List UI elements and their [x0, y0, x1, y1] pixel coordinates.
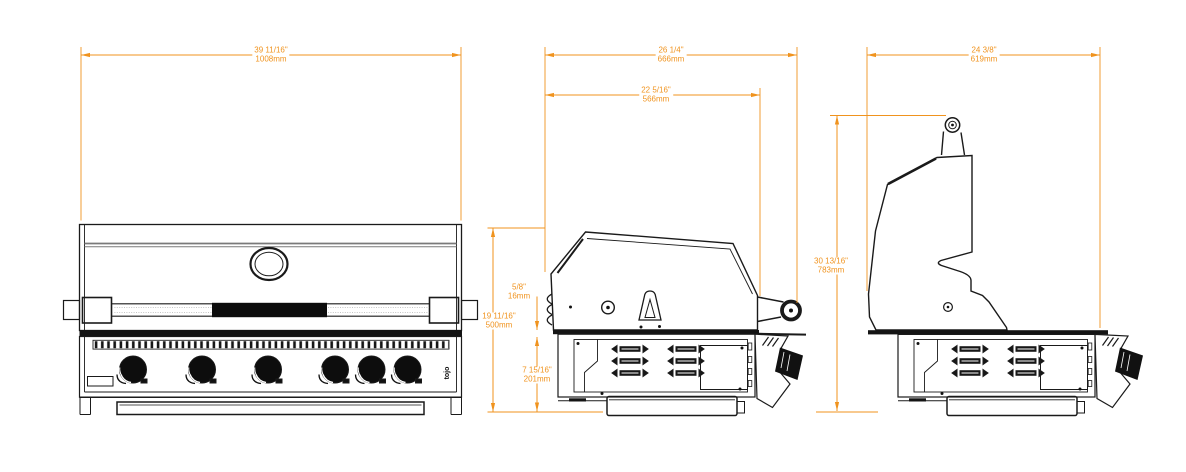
lid-pivot-screw	[942, 302, 953, 313]
vent-louvers-open	[951, 345, 989, 353]
side-access-panel-open	[1040, 345, 1088, 390]
dimension-label-firebox-depth: 7 15/16" 201mm	[520, 365, 554, 384]
hood-hinge-coils	[546, 293, 553, 326]
burner-knob-5	[354, 355, 387, 385]
dimension-inches: 24 3/8"	[971, 45, 997, 55]
front-grease-tray	[116, 401, 425, 416]
firebox-body	[557, 333, 756, 398]
side-closed-view-drawing	[546, 231, 807, 417]
dimension-label-open-lid-height: 30 13/16" 783mm	[812, 256, 850, 275]
handle-bracket-left	[81, 296, 113, 324]
brand-logo: tojo	[443, 366, 451, 380]
dimension-inches: 5/8"	[512, 282, 526, 292]
side-grease-tray-open	[946, 395, 1078, 417]
handle-bracket-right	[428, 296, 460, 324]
dimension-mm: 1008mm	[255, 54, 287, 63]
burner-knob-2	[185, 355, 217, 385]
dimension-mm: 619mm	[970, 54, 998, 63]
side-control-knob-open	[1115, 347, 1143, 380]
dimension-inches: 22 5/16"	[641, 85, 671, 95]
dimension-label-side-body-depth: 22 5/16" 566mm	[639, 85, 673, 104]
open-lid-profile	[867, 154, 1008, 331]
side-control-cap-open	[1094, 333, 1131, 409]
front-view-drawing	[62, 223, 479, 416]
rating-label-plate	[87, 376, 114, 387]
dimension-mm: 201mm	[523, 374, 551, 383]
lid-hinge-neck	[940, 131, 966, 156]
temperature-gauge	[249, 246, 289, 282]
side-control-knob	[775, 347, 803, 380]
dimension-mm: 16mm	[507, 291, 531, 300]
burner-knob-6	[390, 355, 423, 385]
dimension-arrowheads	[81, 52, 1100, 412]
dimension-label-flange-lip-height: 5/8" 16mm	[505, 282, 533, 301]
lid-pivot	[944, 117, 961, 133]
dimension-inches: 19 11/16"	[482, 311, 516, 321]
dimension-label-front-overall-width: 39 11/16" 1008mm	[252, 45, 290, 64]
dimension-mm: 783mm	[817, 265, 845, 274]
side-control-cap	[754, 333, 791, 409]
side-grease-tray	[606, 395, 738, 417]
dimension-mm: 500mm	[485, 320, 513, 329]
handle-end-tab-right	[460, 299, 479, 321]
dimension-inches: 39 11/16"	[254, 45, 288, 55]
dimension-mm: 666mm	[657, 54, 685, 63]
dimension-label-side-overall-depth: 26 1/4" 666mm	[655, 45, 687, 64]
handle-end-tab-left	[62, 299, 81, 321]
dimension-mm: 566mm	[642, 94, 670, 103]
hood-pivot-screw	[601, 300, 616, 315]
dimension-inches: 30 13/16"	[814, 256, 848, 266]
burner-knob-1	[116, 355, 148, 385]
panel-vent-strip	[92, 339, 450, 350]
firebox-body-open	[897, 333, 1096, 398]
side-open-view-drawing	[867, 117, 1143, 417]
burner-knob-3	[251, 355, 283, 385]
dimension-inches: 7 15/16"	[522, 365, 552, 375]
side-access-panel	[700, 345, 748, 390]
dimension-label-open-overall-depth: 24 3/8" 619mm	[968, 45, 1000, 64]
dimension-inches: 26 1/4"	[658, 45, 684, 55]
counter-flange	[553, 330, 759, 335]
burner-knob-4	[318, 355, 350, 385]
counter-flange-open	[868, 330, 1108, 335]
handle-grip	[212, 302, 327, 318]
vent-louvers	[611, 345, 649, 353]
dimension-label-side-overall-height: 19 11/16" 500mm	[480, 311, 518, 330]
